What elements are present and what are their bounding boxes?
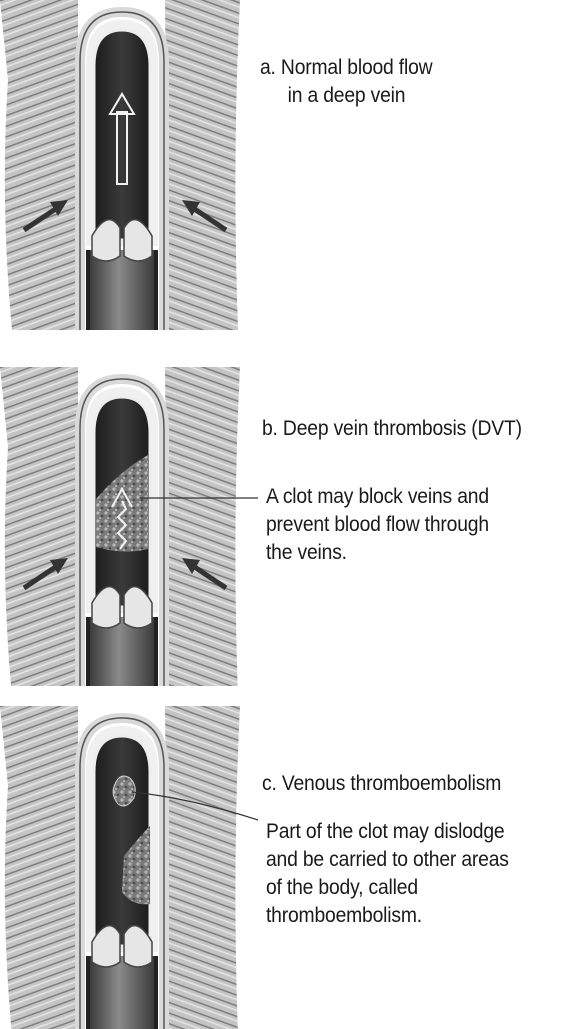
callout-text: Part of the clot may dislodge and be car… (266, 818, 509, 930)
panel-dvt: b. Deep vein thrombosis (DVT) A clot may… (0, 343, 574, 686)
panel-normal-flow: a. Normal blood flow in a deep vein (0, 0, 574, 343)
callout-line-text: A clot may block veins and (266, 483, 489, 511)
panel-title: c. Venous thromboembolism (262, 770, 501, 798)
dislodged-clot-shape (113, 776, 135, 806)
panel-thromboembolism: c. Venous thromboembolism Part of the cl… (0, 686, 574, 1029)
callout-line-text: and be carried to other areas (266, 846, 509, 874)
vein-illustration-normal (0, 0, 574, 343)
panel-title: b. Deep vein thrombosis (DVT) (262, 415, 522, 443)
title-line: b. Deep vein thrombosis (DVT) (262, 415, 522, 443)
callout-line-text: prevent blood flow through (266, 511, 489, 539)
panel-title: a. Normal blood flow in a deep vein (260, 54, 432, 110)
callout-line-text: of the body, called (266, 874, 509, 902)
callout-text: A clot may block veins and prevent blood… (266, 483, 489, 567)
callout-line-text: the veins. (266, 539, 489, 567)
callout-line-text: thromboembolism. (266, 902, 509, 930)
title-line: c. Venous thromboembolism (262, 770, 501, 798)
title-line: a. Normal blood flow (260, 54, 432, 82)
title-line: in a deep vein (260, 82, 432, 110)
callout-line-text: Part of the clot may dislodge (266, 818, 509, 846)
